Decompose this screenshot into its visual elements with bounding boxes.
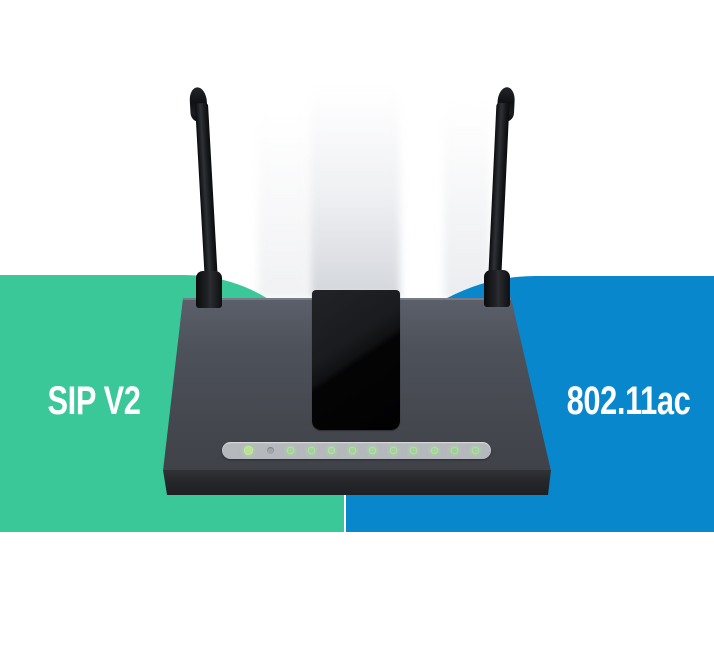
led-indicator: [369, 447, 377, 454]
led-indicator: [244, 446, 253, 455]
led-indicator: [471, 447, 479, 454]
left-antenna: [189, 86, 218, 284]
background-reflection: [258, 115, 308, 298]
background-reflection: [444, 105, 490, 298]
right-badge-label: 802.11ac: [566, 379, 691, 423]
led-indicator: [430, 447, 438, 454]
led-indicator: [410, 447, 418, 454]
left-badge-label: SIP V2: [47, 379, 141, 423]
led-indicator: [307, 447, 315, 454]
antenna-rod: [488, 102, 510, 284]
led-indicator: [266, 447, 274, 454]
led-indicator: [348, 447, 356, 454]
led-status-bar: [222, 442, 491, 459]
background-reflection: [310, 90, 400, 298]
left-antenna-base: [196, 271, 222, 308]
led-indicator: [287, 447, 295, 454]
right-antenna: [488, 86, 516, 284]
antenna-rod: [194, 102, 218, 284]
router-front-edge: [163, 470, 551, 495]
led-indicator: [451, 447, 459, 454]
router-gloss-panel: [312, 290, 400, 430]
led-indicator: [389, 447, 397, 454]
right-antenna-base: [484, 270, 510, 307]
led-indicator: [328, 447, 336, 454]
